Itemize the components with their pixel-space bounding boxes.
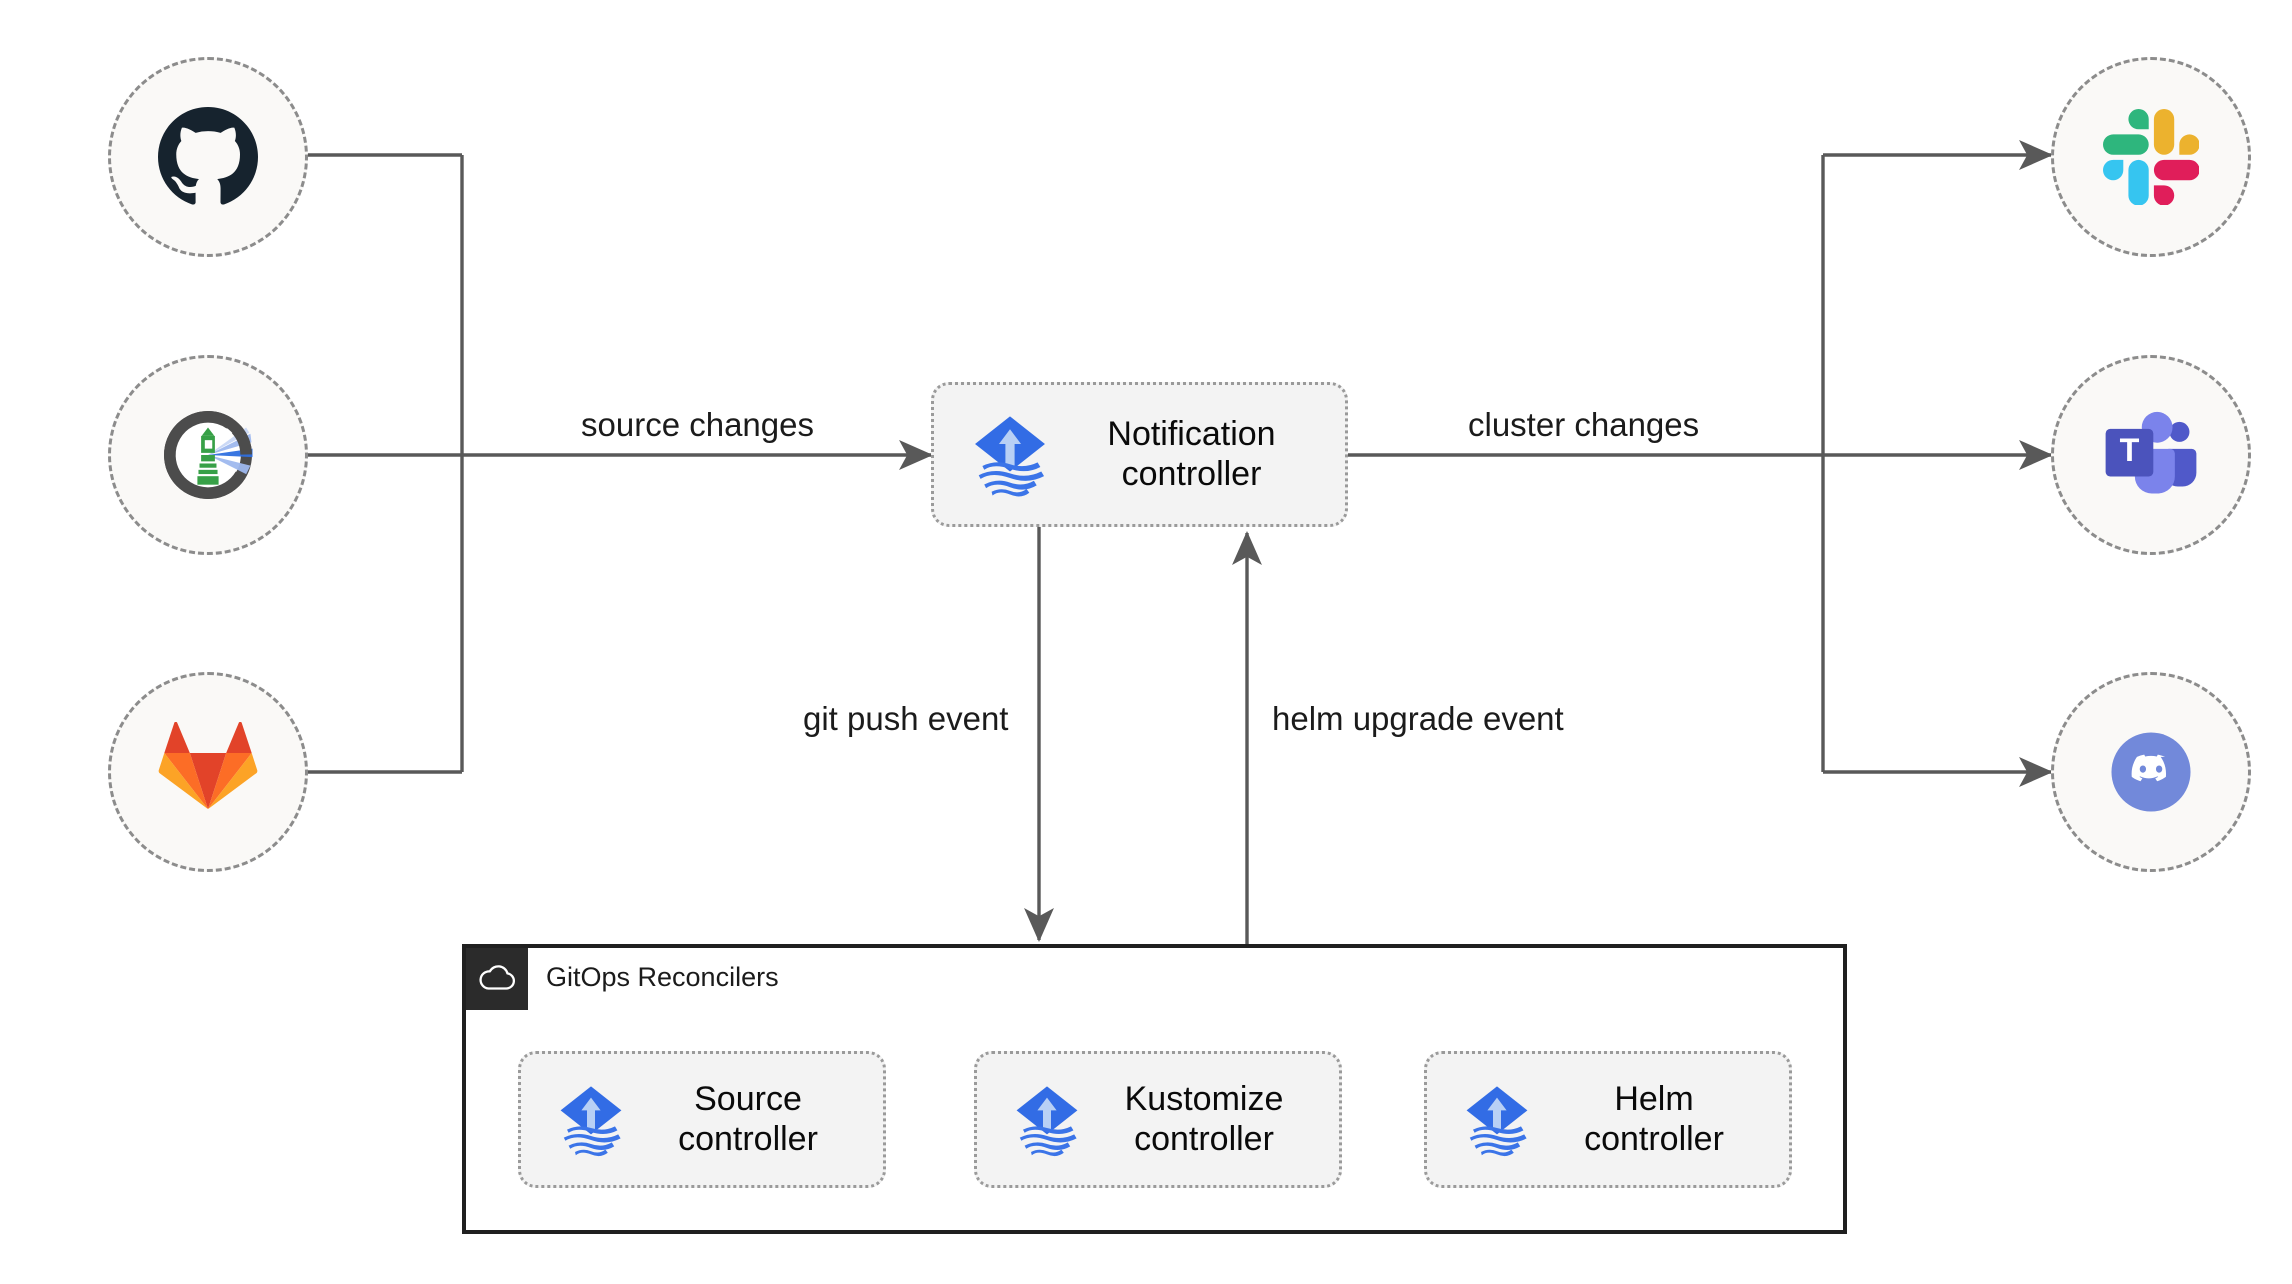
controller-label-source: Source controller — [678, 1080, 818, 1158]
flux-icon — [964, 409, 1056, 501]
destination-node-teams[interactable]: T — [2051, 355, 2251, 555]
flux-icon — [1457, 1080, 1537, 1160]
flux-icon — [551, 1080, 631, 1160]
source-node-github[interactable] — [108, 57, 308, 257]
svg-text:T: T — [2120, 432, 2140, 468]
edge-label-helm-upgrade-event: helm upgrade event — [1272, 700, 1564, 737]
notification-controller-box[interactable]: Notification controller — [931, 382, 1348, 527]
slack-icon — [2103, 109, 2199, 205]
destination-node-slack[interactable] — [2051, 57, 2251, 257]
controller-box-helm[interactable]: Helm controller — [1424, 1051, 1792, 1188]
controller-label-helm: Helm controller — [1584, 1080, 1724, 1158]
destination-node-discord[interactable] — [2051, 672, 2251, 872]
discord-icon — [2111, 732, 2191, 812]
gitea-icon — [164, 411, 253, 499]
gitops-reconcilers-container: GitOps Reconcilers Source controller — [462, 944, 1847, 1234]
controller-label-kustomize: Kustomize controller — [1124, 1080, 1284, 1158]
controller-box-kustomize[interactable]: Kustomize controller — [974, 1051, 1342, 1188]
gitops-header-tab — [466, 948, 528, 1010]
gitlab-icon — [158, 722, 258, 810]
github-icon — [158, 107, 258, 205]
teams-icon: T — [2105, 411, 2197, 494]
source-node-gitea[interactable] — [108, 355, 308, 555]
notification-controller-label: Notification controller — [1107, 415, 1276, 493]
gitops-title: GitOps Reconcilers — [546, 962, 779, 992]
edge-label-cluster-changes: cluster changes — [1468, 406, 1700, 443]
cloud-icon — [479, 965, 515, 990]
edge-label-source-changes: source changes — [581, 406, 814, 443]
controller-box-source[interactable]: Source controller — [518, 1051, 886, 1188]
flux-icon — [1007, 1080, 1087, 1160]
edge-label-git-push-event: git push event — [803, 700, 1009, 737]
source-node-gitlab[interactable] — [108, 672, 308, 872]
